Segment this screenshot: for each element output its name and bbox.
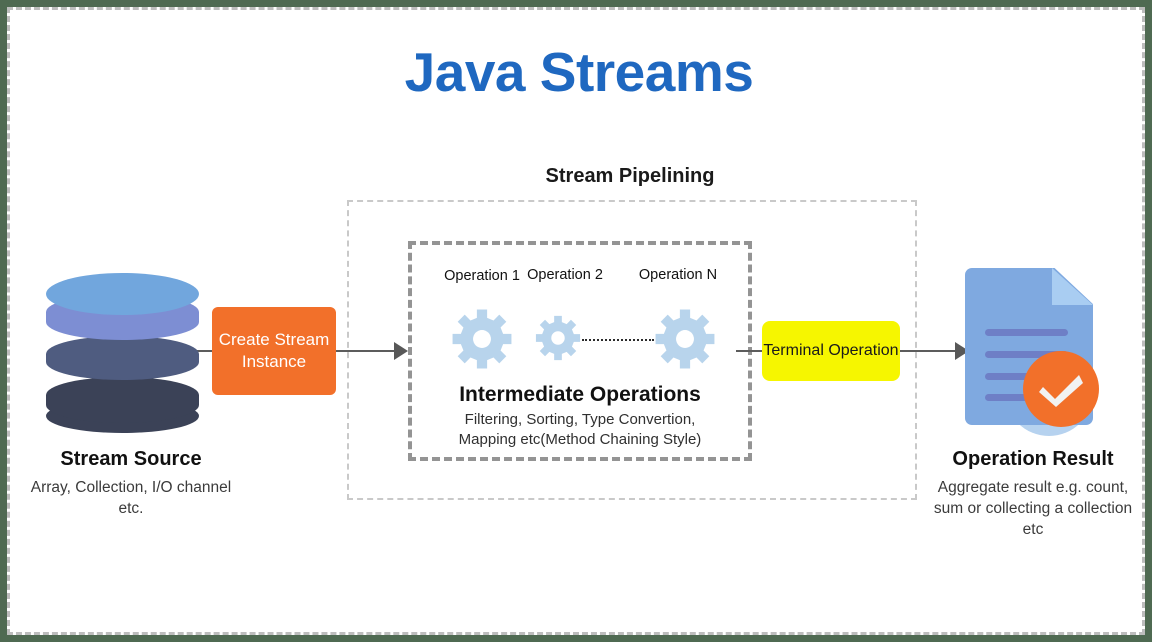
- stream-source-subtitle: Array, Collection, I/O channel etc.: [30, 479, 232, 517]
- terminal-operation-box[interactable]: Terminal Operation: [762, 321, 900, 381]
- stream-source-caption: Stream Source Array, Collection, I/O cha…: [20, 448, 242, 520]
- stream-pipelining-heading: Stream Pipelining: [545, 165, 715, 187]
- operation-result-title: Operation Result: [952, 448, 1114, 470]
- operation-2-label: Operation 2: [527, 267, 603, 283]
- cylinder-band-2: [46, 336, 199, 380]
- intermediate-operations-subtitle: Filtering, Sorting, Type Convertion, Map…: [400, 410, 760, 451]
- create-stream-instance-box[interactable]: Create Stream Instance: [212, 307, 336, 395]
- gear-icon: [653, 307, 717, 371]
- operation-N-label: Operation N: [638, 267, 718, 283]
- gear-icon: [450, 307, 514, 371]
- operation-result-subtitle: Aggregate result e.g. count, sum or coll…: [933, 479, 1133, 538]
- stream-source-title: Stream Source: [60, 448, 202, 470]
- document-text-line: [985, 394, 1043, 401]
- cylinder-top-ellipse: [46, 273, 199, 315]
- operation-1-label: Operation 1: [444, 268, 520, 284]
- arrow-source-to-create: [188, 350, 216, 352]
- document-text-line: [985, 351, 1068, 358]
- page-title: Java Streams: [404, 41, 754, 103]
- operation-result-caption: Operation Result Aggregate result e.g. c…: [922, 448, 1144, 541]
- intermediate-subtitle-line-1: Filtering, Sorting, Type Convertion,: [464, 411, 696, 428]
- arrow-create-to-pipeline: [332, 342, 408, 360]
- arrow-pipeline-to-terminal: [736, 350, 766, 352]
- document-text-line: [985, 329, 1068, 336]
- document-check-icon: [965, 268, 1100, 436]
- gear-icon: [534, 314, 582, 362]
- check-badge-icon: [1023, 351, 1099, 427]
- database-cylinder-icon: [46, 273, 199, 433]
- intermediate-operations-title: Intermediate Operations: [459, 383, 701, 406]
- intermediate-subtitle-line-2: Mapping etc(Method Chaining Style): [458, 431, 702, 449]
- cylinder-band-3: [46, 377, 199, 423]
- diagram-canvas: Java Streams Stream Pipelining Stream So…: [7, 7, 1145, 635]
- arrow-terminal-to-result: [896, 342, 969, 360]
- gear-connector-dotted-line: [582, 339, 654, 341]
- document-text-line: [985, 373, 1043, 380]
